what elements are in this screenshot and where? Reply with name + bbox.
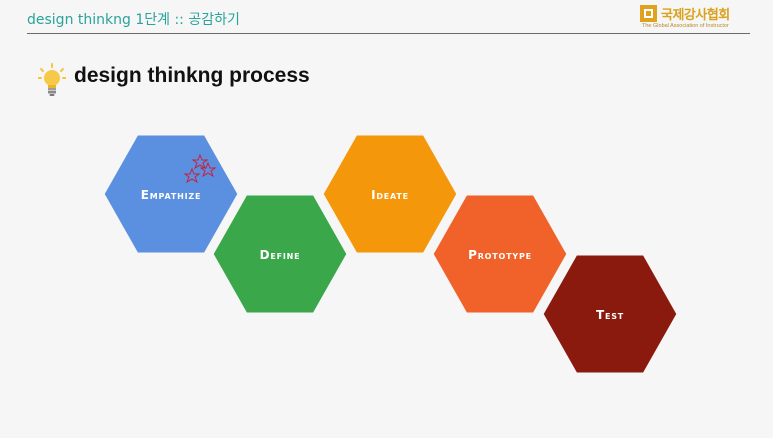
stage-label-prototype: Prototype — [468, 248, 532, 262]
hexagon-prototype — [430, 192, 570, 316]
stage-label-define: Define — [260, 248, 301, 262]
hexagon-test — [540, 252, 680, 376]
lightbulb-icon — [38, 63, 66, 96]
hexagon-define — [210, 192, 350, 316]
organization-logo: 국제강사협회 The Global Association of Instruc… — [640, 4, 750, 32]
stage-define: Define — [210, 192, 350, 316]
page-header-title: design thinkng 1단계 :: 공감하기 — [27, 12, 240, 28]
hexagon-empathize — [101, 132, 241, 256]
star-doodle-icon — [183, 153, 217, 184]
header-divider — [27, 33, 750, 34]
logo-subtitle: The Global Association of Instructor — [642, 23, 729, 29]
stage-label-test: Test — [596, 308, 624, 322]
stage-prototype: Prototype — [430, 192, 570, 316]
section-title: design thinkng process — [74, 64, 310, 87]
logo-mark-icon — [640, 5, 657, 22]
stage-label-empathize: Empathize — [141, 188, 201, 202]
stage-label-ideate: Ideate — [371, 188, 409, 202]
stage-test: Test — [540, 252, 680, 376]
logo-name: 국제강사협회 — [661, 8, 730, 23]
hexagon-ideate — [320, 132, 460, 256]
stage-ideate: Ideate — [320, 132, 460, 256]
stage-empathize: Empathize — [101, 132, 241, 256]
